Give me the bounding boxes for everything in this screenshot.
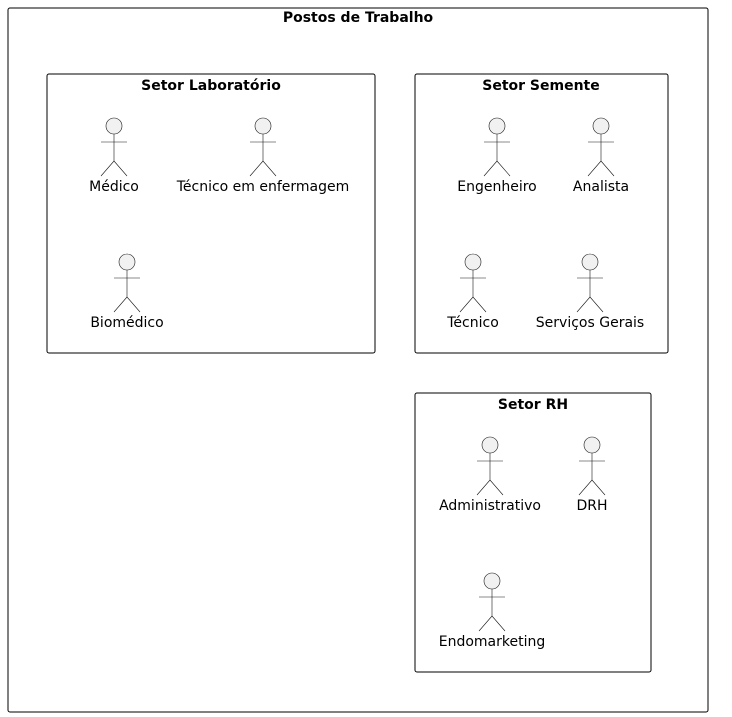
actor-figure <box>459 270 487 313</box>
actor-head <box>105 117 123 135</box>
actor-label: Analista <box>573 179 629 195</box>
actor-figure <box>478 589 506 632</box>
group-title: Setor RH <box>498 397 568 413</box>
actor-label: Técnico <box>446 315 499 331</box>
actor-label: DRH <box>576 498 607 514</box>
actor-endomarketing: Endomarketing <box>439 572 546 650</box>
actor-engenheiro: Engenheiro <box>457 117 537 195</box>
group-setor-laboratorio: Setor Laboratório Médico Técnico em enfe… <box>46 73 376 354</box>
actor-head <box>481 436 499 454</box>
actor-label: Serviços Gerais <box>536 315 644 331</box>
actor-medico: Médico <box>89 117 139 195</box>
actor-biomedico: Biomédico <box>90 253 164 331</box>
actor-administrativo: Administrativo <box>439 436 541 514</box>
actor-analista: Analista <box>573 117 629 195</box>
actor-label: Endomarketing <box>439 634 546 650</box>
actor-label: Técnico em enfermagem <box>176 179 350 195</box>
group-frame <box>414 73 669 354</box>
group-title: Setor Semente <box>482 78 599 94</box>
actor-figure <box>476 453 504 496</box>
actor-figure <box>576 270 604 313</box>
actor-head <box>581 253 599 271</box>
actor-drh: DRH <box>576 436 608 514</box>
actor-servicos-gerais: Serviços Gerais <box>536 253 644 331</box>
actor-head <box>464 253 482 271</box>
actor-figure <box>587 134 615 177</box>
actor-figure <box>578 453 606 496</box>
group-frame <box>414 392 652 673</box>
group-setor-rh: Setor RH Administrativo DRH Endomarketin… <box>414 392 652 673</box>
group-setor-semente: Setor Semente Engenheiro Analista Técnic… <box>414 73 669 354</box>
actor-head <box>592 117 610 135</box>
actor-head <box>254 117 272 135</box>
actor-head <box>118 253 136 271</box>
actor-label: Biomédico <box>90 315 163 331</box>
actor-head <box>483 572 501 590</box>
actor-head <box>488 117 506 135</box>
actor-figure <box>113 270 141 313</box>
package-title: Postos de Trabalho <box>283 10 434 26</box>
group-frame <box>46 73 376 354</box>
actor-label: Engenheiro <box>457 179 536 195</box>
actor-head <box>583 436 601 454</box>
actor-tecnico-em-enfermagem: Técnico em enfermagem <box>176 117 350 195</box>
actor-figure <box>249 134 277 177</box>
actor-figure <box>100 134 128 177</box>
actor-label: Administrativo <box>439 498 541 514</box>
actor-label: Médico <box>89 179 139 195</box>
actor-tecnico: Técnico <box>446 253 499 331</box>
group-title: Setor Laboratório <box>141 78 281 94</box>
actor-figure <box>483 134 511 177</box>
